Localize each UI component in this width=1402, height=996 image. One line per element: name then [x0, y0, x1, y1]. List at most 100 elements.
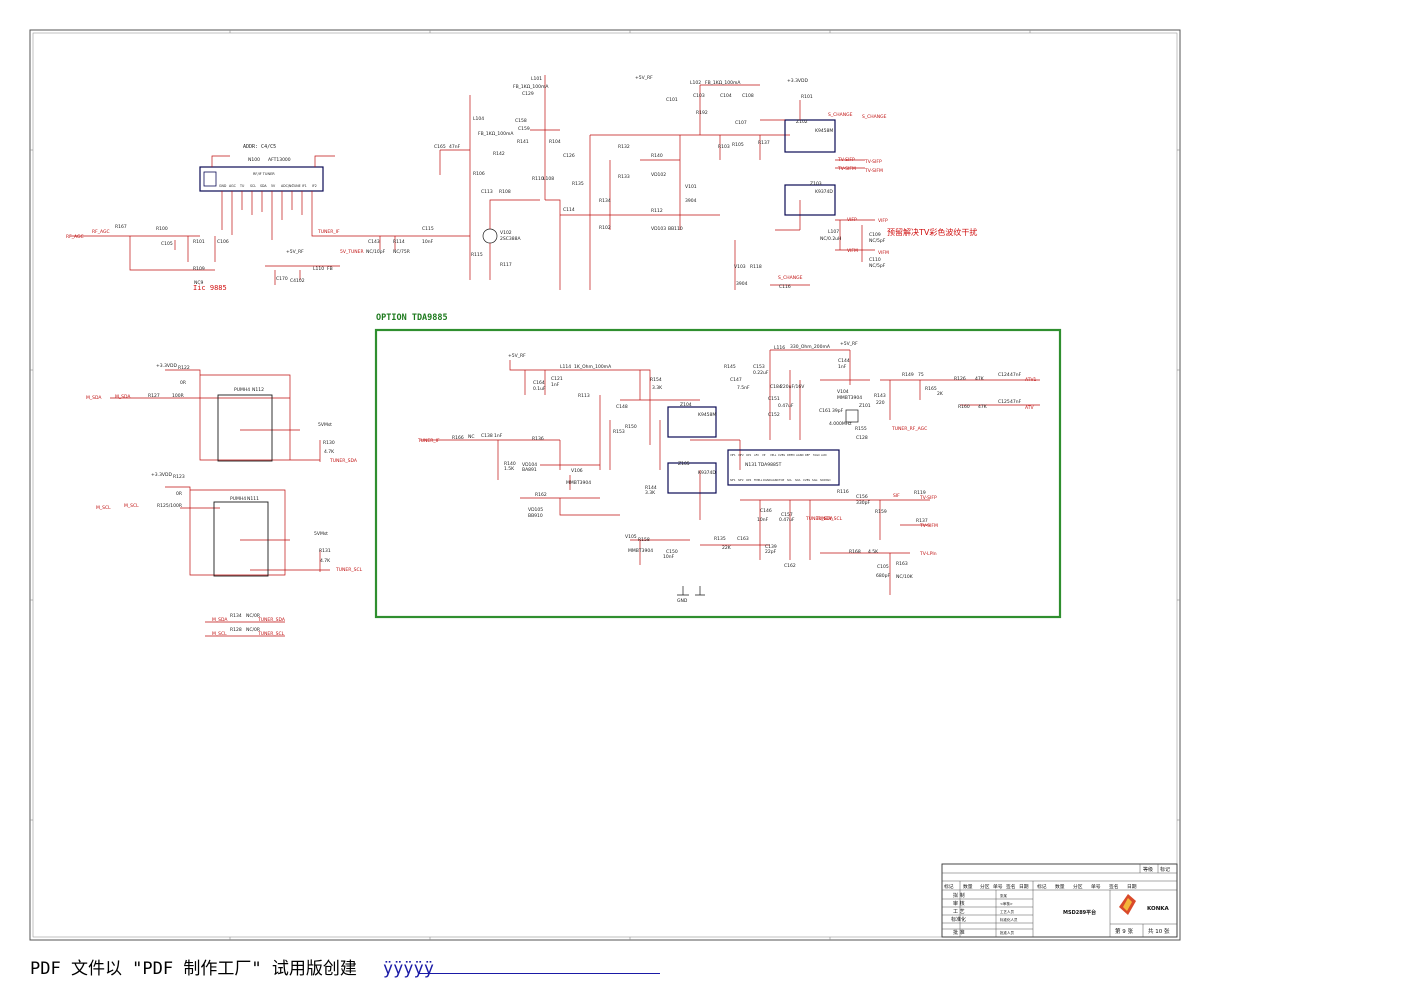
c101: C101: [666, 97, 678, 103]
c165: C165: [434, 144, 446, 150]
n131-part: TDA9885T: [757, 462, 782, 468]
zone-ticks: [30, 30, 1180, 940]
r134: R134: [599, 198, 611, 204]
r154: R154: [650, 377, 662, 383]
nc9: NC9: [194, 280, 204, 286]
title-block-frame: [941, 863, 1178, 938]
n131-ic: [727, 449, 840, 486]
q111-box: [213, 501, 269, 577]
s-change-b: S_CHANGE: [778, 275, 803, 281]
atv2: ATV: [1025, 405, 1034, 411]
drawing-name: MSD289平台: [1063, 909, 1096, 916]
option-box: [374, 328, 1062, 619]
m-scl2: M_SCL: [212, 631, 227, 637]
tuner-part: AFT13000: [268, 157, 291, 163]
c129: C129: [522, 91, 534, 97]
l104: L104: [473, 116, 484, 122]
c156: C156: [856, 494, 868, 500]
c138: C138: [481, 433, 493, 439]
r163b: R163: [896, 561, 908, 567]
z104-part: K9458M: [698, 412, 716, 418]
rev-col-4: 单号: [993, 883, 1003, 890]
tv-sif: TV-SIFP: [919, 495, 937, 501]
l110: L110: [313, 266, 324, 272]
row-drafted-label: 拟 制: [953, 892, 965, 899]
m-scl-net: M_SCL: [124, 503, 139, 509]
c115: C115: [422, 226, 434, 232]
vifp-port: VIFP: [878, 218, 888, 224]
tuner-pin-10: IF2: [312, 184, 317, 188]
sheet-total: 共 10 张: [1148, 927, 1170, 935]
q112-box: [217, 394, 273, 462]
pdf-watermark: PDF 文件以 "PDF 制作工厂" 试用版创建 ÿÿÿÿÿ: [30, 954, 434, 979]
r108: R108: [499, 189, 511, 195]
vifp: VIFP: [847, 217, 857, 223]
tuner-pins: GND AGC TU SCL SDA 5V ADC/NC TUNE IF1 IF…: [219, 184, 317, 188]
option-title: OPTION TDA9885: [376, 313, 448, 323]
r109: R109: [193, 266, 205, 272]
i2c-wires: [110, 369, 330, 576]
i2c-section: +3.3VDD R122 0R M_SDA M_SDA R127 100R PU…: [86, 363, 363, 637]
r137: R137: [916, 518, 928, 524]
r126: R126: [954, 376, 966, 382]
c152: C152: [768, 412, 780, 418]
tuner-pin-3: TU: [239, 184, 245, 188]
z105-part: K9374D: [698, 470, 716, 476]
tuner-body: [199, 166, 324, 192]
ic-pin-top-9: AGND: [796, 453, 804, 457]
z104: Z104: [680, 402, 692, 408]
c105b: C105: [877, 564, 889, 570]
pdf-watermark-text: PDF 文件以 "PDF 制作工厂" 试用版创建: [30, 959, 357, 979]
l101: L101: [531, 76, 542, 82]
z102: Z102: [796, 119, 808, 125]
r101: R101: [193, 239, 205, 245]
c151-val: 0.47uF: [778, 403, 794, 409]
grade-label: 等级: [1143, 866, 1153, 873]
pdf-watermark-link[interactable]: ÿÿÿÿÿ: [382, 959, 435, 979]
c109-val: NC/5pF: [869, 238, 886, 244]
company-name: KONKA: [1147, 906, 1170, 912]
r127-val: 100R: [172, 393, 184, 399]
m-sda: M_SDA: [86, 395, 102, 401]
ic-pin-top-12: AUD: [821, 453, 827, 457]
r141: R141: [517, 139, 529, 145]
c165-val: 47nF: [449, 144, 461, 150]
r100: R100: [156, 226, 168, 232]
tuner-sda2: TUNER_SDA: [257, 617, 286, 623]
c125-val: 47nF: [1010, 399, 1022, 405]
z101: Z101: [859, 403, 871, 409]
l107-val: NC/0.2uH: [820, 236, 841, 242]
c184-val: 220uF/16V: [780, 384, 805, 390]
title-grid: [942, 864, 1177, 937]
r165: R165: [925, 386, 937, 392]
m-sda-net: M_SDA: [115, 394, 131, 400]
r119: R119: [914, 490, 926, 496]
v104-part: MMBT3904: [837, 395, 862, 401]
tuner-scl-net: TUNER_SCL: [815, 516, 843, 522]
rev-col-1: 标记: [944, 883, 954, 890]
m-scl: M_SCL: [96, 505, 111, 511]
iic-note: Iic 9885: [193, 284, 227, 292]
rev-col-5: 签名: [1006, 883, 1016, 890]
ic-pin-top-10: REF: [805, 453, 810, 457]
tuner-section: ADDR: C4/C5 N100 AFT13000 RF/IF TUNER GN…: [66, 75, 977, 292]
sv-tuner: 5V_TUNER: [340, 249, 364, 255]
l116-val: 330_Ohm_200mA: [790, 344, 831, 350]
c151: C151: [768, 396, 780, 402]
ic-pin-top-11: TAGC: [813, 453, 820, 457]
c161-val: 39pF: [832, 408, 844, 414]
c110-val: NC/5pF: [869, 263, 886, 269]
z102-part: K9458M: [815, 128, 833, 134]
tuner-rf-socket: [203, 171, 217, 187]
bb1: BB110: [668, 226, 683, 232]
r132: R132: [618, 144, 630, 150]
r130: R130: [323, 440, 335, 446]
tv-sifm-port: TV-SIFM: [864, 168, 883, 174]
z105: Z105: [678, 461, 690, 467]
c126: C126: [563, 153, 575, 159]
m-sda2: M_SDA: [212, 617, 228, 623]
rev-col-8: 数量: [1055, 883, 1065, 890]
opt-r136: R136: [532, 436, 544, 442]
